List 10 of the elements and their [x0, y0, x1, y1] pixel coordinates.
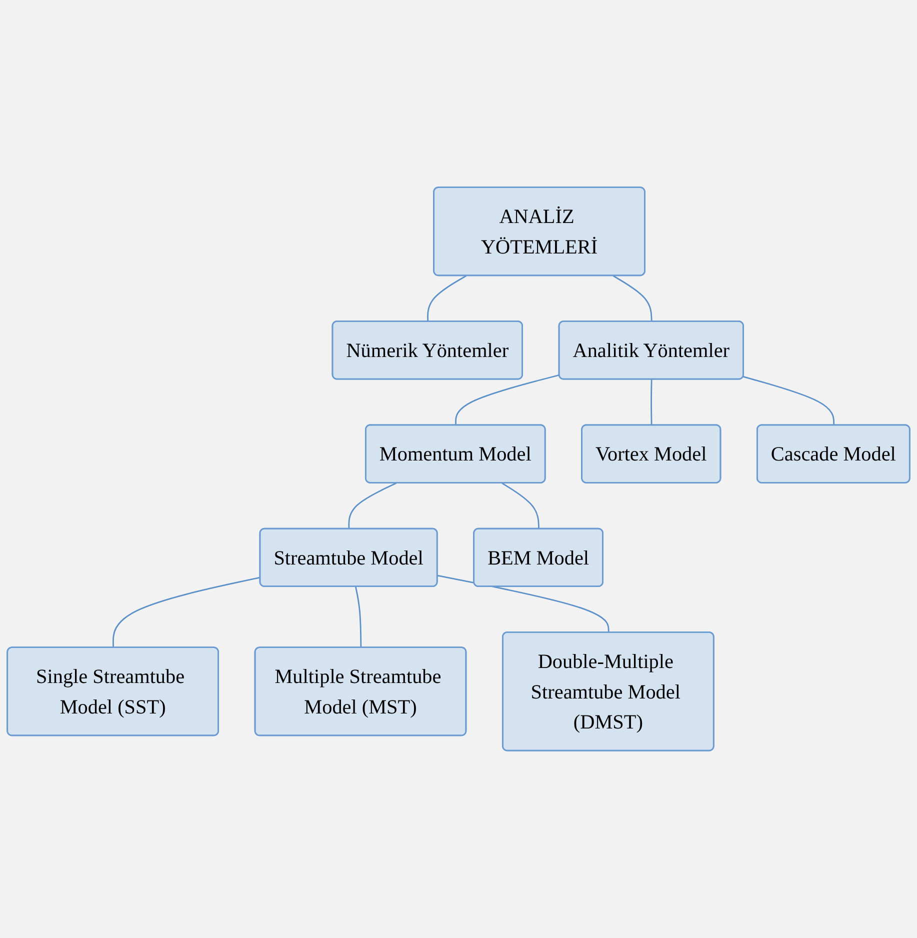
- connector: [612, 275, 652, 322]
- connector: [650, 380, 652, 426]
- connector: [427, 275, 466, 322]
- connector: [437, 574, 610, 633]
- connector: [455, 374, 560, 426]
- connector: [112, 576, 261, 648]
- connector: [348, 482, 397, 530]
- connector: [354, 586, 362, 648]
- connector: [743, 376, 835, 426]
- connector: [502, 482, 540, 530]
